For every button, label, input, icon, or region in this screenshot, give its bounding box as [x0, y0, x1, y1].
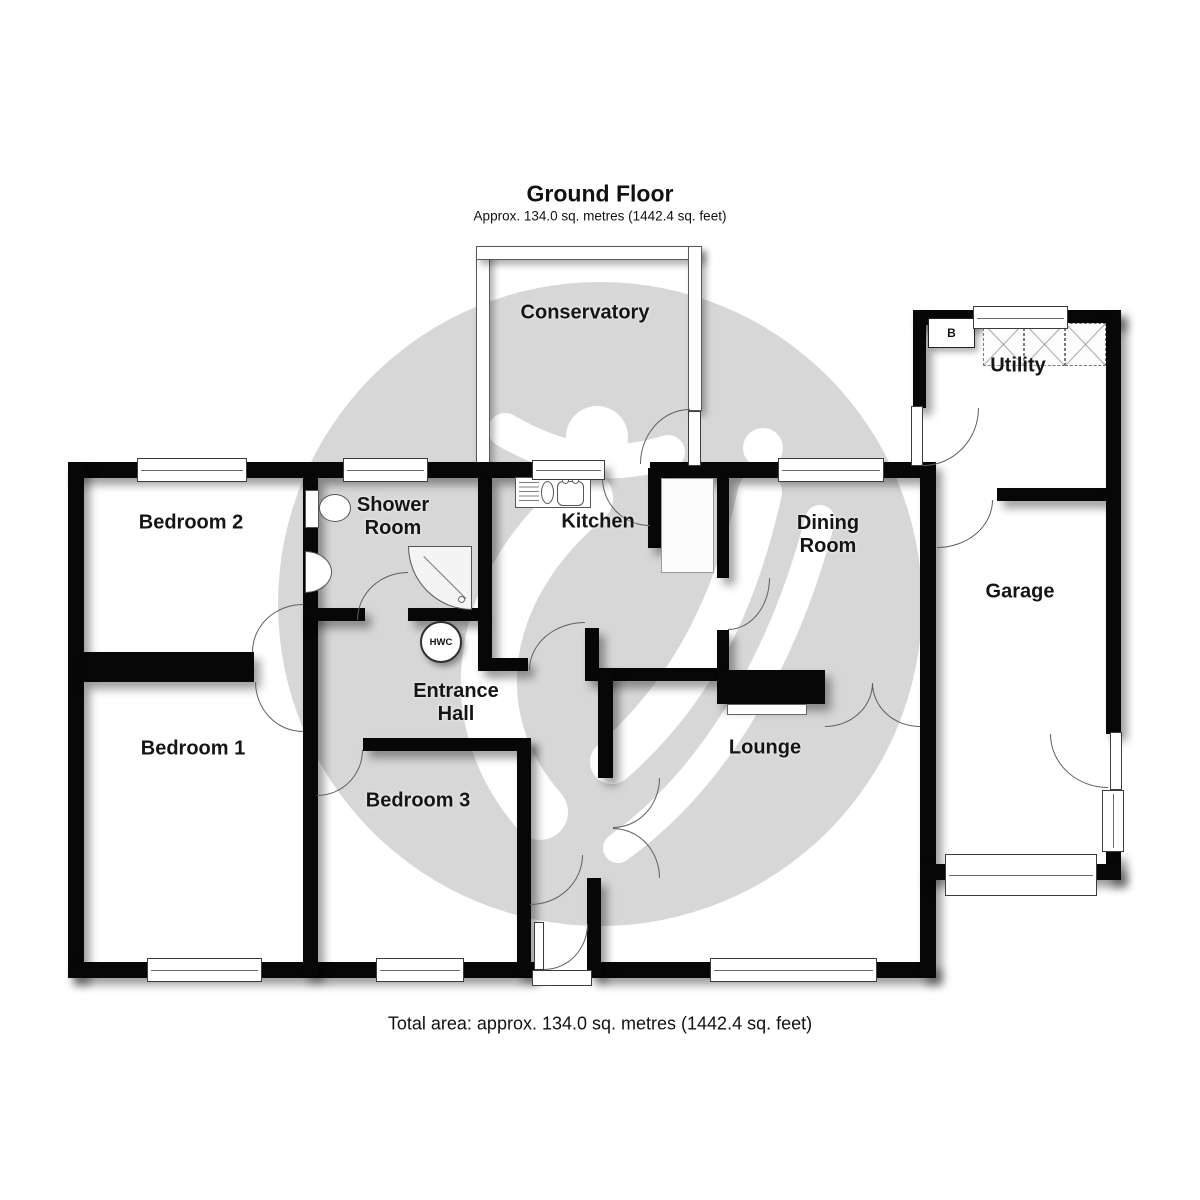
window-lounge	[710, 958, 877, 982]
room-label-bedroom1: Bedroom 1	[140, 737, 246, 760]
room-label-conservatory: Conservatory	[520, 301, 650, 324]
toilet-bowl	[319, 494, 351, 522]
wall-kitchen-bottom	[490, 658, 528, 671]
garage-door	[945, 854, 1097, 896]
toilet-cistern	[305, 490, 319, 528]
wall-bedroom3-top	[363, 738, 530, 751]
window-bedroom1	[147, 958, 262, 982]
wall-hall-lounge	[598, 668, 613, 778]
conservatory-wall-top	[476, 246, 702, 260]
wall-shower-bottom-right	[408, 608, 480, 621]
conservatory-door-leaf	[688, 411, 701, 466]
wall-bedroom2-bottom	[82, 652, 254, 682]
wall-shower-bottom-left	[303, 608, 365, 621]
window-kitchen	[532, 460, 605, 480]
front-door-leaf	[534, 922, 544, 970]
kitchen-alcove	[661, 478, 714, 573]
kitchen-sink-bowl	[557, 481, 584, 506]
room-label-bedroom3: Bedroom 3	[365, 789, 471, 812]
total-area-text: Total area: approx. 134.0 sq. metres (14…	[387, 1013, 813, 1034]
wall-bedrooms-divider	[303, 476, 318, 976]
wall-dining-left-lower	[717, 630, 729, 672]
page-subtitle: Approx. 134.0 sq. metres (1442.4 sq. fee…	[473, 208, 727, 224]
utility-door-leaf	[911, 406, 923, 466]
kitchen-drainer-oval	[541, 481, 554, 504]
wall-garage-right-upper	[1106, 310, 1121, 734]
room-label-garage: Garage	[985, 580, 1055, 603]
window-dining-room	[778, 458, 884, 482]
room-label-entrance-hall: Entrance Hall	[413, 680, 499, 725]
window-bedroom3	[376, 958, 464, 982]
wall-kitchen-left	[478, 476, 492, 671]
conservatory-wall-right	[688, 246, 702, 411]
wall-house-bottom-left	[68, 962, 534, 978]
wall-house-left	[68, 462, 84, 978]
front-door-threshold	[532, 970, 592, 986]
window-garage	[1102, 790, 1124, 852]
boiler-box: B	[928, 318, 975, 348]
utility-unit-1	[983, 323, 1024, 366]
utility-unit-2	[1024, 323, 1065, 366]
window-shower-room	[343, 458, 428, 482]
room-label-bedroom2: Bedroom 2	[138, 511, 244, 534]
fireplace-hearth	[727, 704, 807, 715]
shower-drain	[458, 596, 465, 603]
wall-kitchen-alcove-divider	[648, 468, 661, 548]
room-label-kitchen: Kitchen	[561, 510, 635, 533]
room-label-lounge: Lounge	[728, 736, 802, 759]
room-label-shower-room: Shower Room	[356, 494, 430, 539]
conservatory-wall-left	[476, 246, 490, 466]
wall-dining-left-upper	[717, 476, 729, 578]
wall-kitchen-jog	[585, 628, 599, 671]
wall-utility-left	[913, 310, 926, 408]
window-utility	[973, 306, 1068, 329]
page-title: Ground Floor	[526, 180, 674, 207]
room-label-utility: Utility	[990, 354, 1046, 377]
wall-house-right	[920, 462, 936, 978]
wall-utility-garage-divider	[997, 488, 1107, 501]
room-label-dining-room: Dining Room	[796, 512, 860, 557]
utility-unit-3	[1065, 323, 1106, 366]
fireplace-block	[717, 670, 825, 704]
wall-lounge-top	[585, 668, 717, 681]
garage-side-door-leaf	[1110, 732, 1122, 790]
wall-porch-right	[587, 878, 601, 976]
wall-bedroom3-right	[517, 738, 531, 976]
window-bedroom2	[137, 458, 247, 482]
hot-water-cylinder: HWC	[420, 621, 462, 663]
kitchen-drainer-lines	[519, 482, 539, 504]
